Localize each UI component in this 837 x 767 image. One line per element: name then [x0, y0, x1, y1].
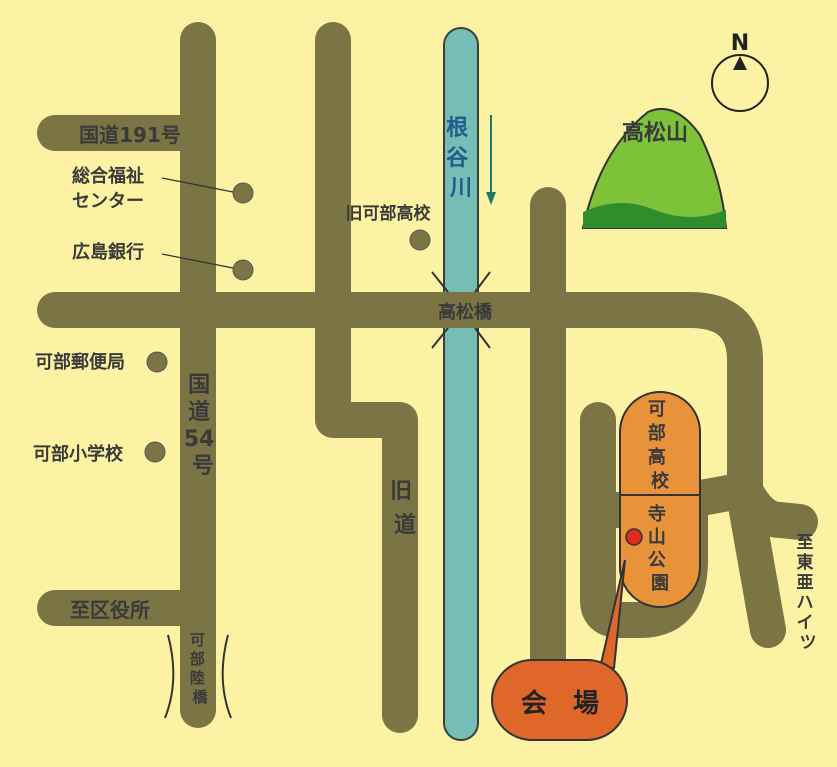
compass-icon: N — [711, 31, 769, 112]
takamatsu-bridge — [438, 292, 484, 328]
compass-label: N — [731, 31, 749, 56]
to-ward-office-label: 至区役所 — [70, 598, 150, 622]
old-road — [315, 22, 418, 733]
location-dot-icon — [144, 441, 166, 463]
old-high-school-label: 旧可部高校 — [346, 203, 432, 224]
takamatsu-mountain — [581, 107, 728, 229]
mountain-label: 高松山 — [622, 120, 688, 146]
welfare-leader-line — [161, 177, 234, 193]
place-dots — [144, 182, 431, 463]
bank-leader-line — [161, 253, 234, 269]
to-higashi-ami-label: 至 東 亜 ハ イ ツ — [797, 533, 820, 653]
road-south-east — [727, 482, 786, 648]
mountain-base — [583, 202, 726, 228]
kabe-riku-bridge-label: 可 部 陸 橋 — [190, 631, 210, 706]
post-office-label: 可部郵便局 — [35, 351, 125, 373]
elementary-school-label: 可部小学校 — [33, 443, 124, 465]
river-label: 根 谷 川 — [446, 116, 476, 201]
high-school-label: 可 部 高 校 — [648, 399, 672, 492]
location-dot-icon — [232, 259, 254, 281]
location-dot-icon — [409, 229, 431, 251]
river-arrow-head-icon — [486, 192, 496, 205]
river — [438, 27, 496, 741]
road-network — [37, 22, 818, 733]
old-road-label: 旧 道 — [390, 479, 420, 538]
school-area-shape — [619, 391, 701, 608]
nedani-river — [443, 27, 479, 741]
takamatsu-bridge-label: 高松橋 — [438, 301, 493, 323]
venue-marker-icon — [625, 528, 643, 546]
route-191-label: 国道191号 — [79, 123, 181, 147]
venue-callout: 会 場 — [491, 559, 628, 741]
bridge-brackets — [164, 271, 491, 719]
route-54-label: 国 道 54 号 — [184, 373, 222, 479]
venue-label: 会 場 — [521, 689, 599, 719]
location-dot-icon — [232, 182, 254, 204]
location-dot-icon — [146, 351, 168, 373]
mountain: 高松山 — [581, 107, 728, 229]
welfare-center-label-2: センター — [72, 191, 144, 212]
park-label: 寺 山 公 園 — [648, 504, 672, 594]
bank-label: 広島銀行 — [72, 241, 144, 263]
school-park-area — [619, 391, 701, 608]
welfare-center-label: 総合福祉 — [72, 165, 144, 187]
venue-bubble — [491, 659, 628, 741]
